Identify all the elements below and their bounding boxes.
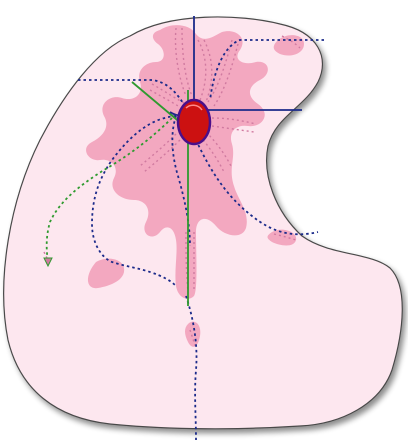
center-node (178, 100, 210, 144)
